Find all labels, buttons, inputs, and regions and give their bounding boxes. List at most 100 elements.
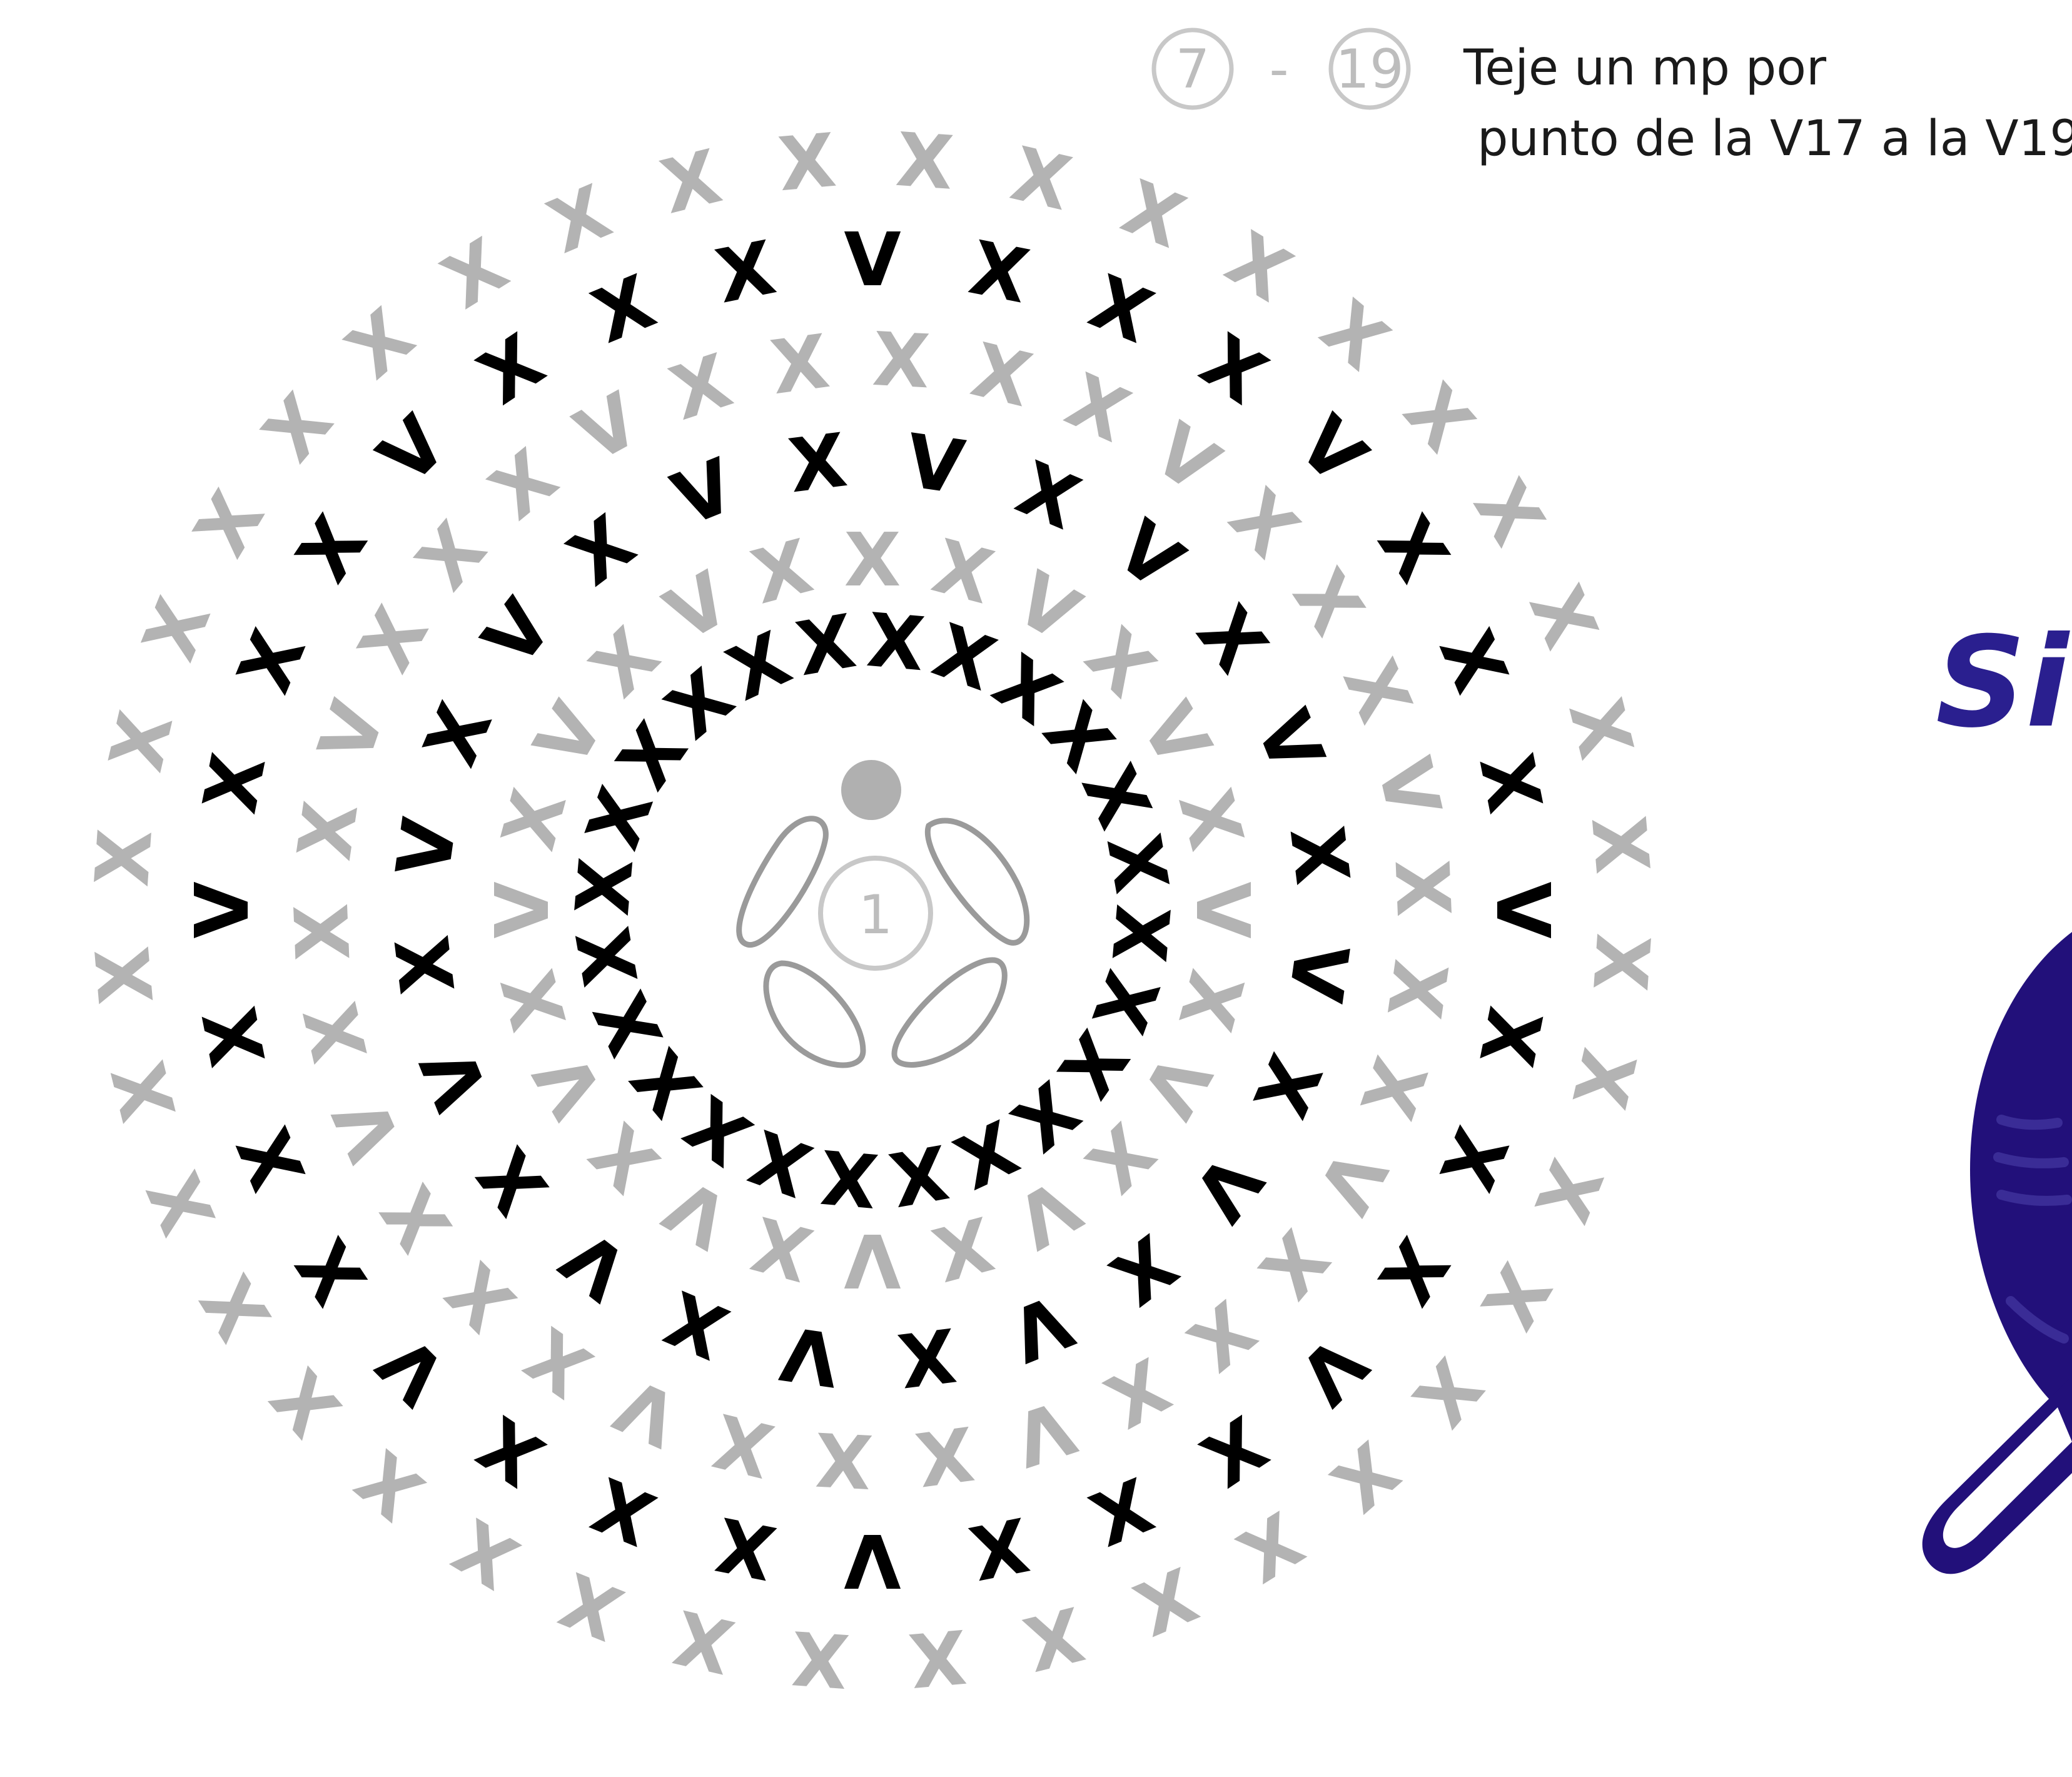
stitch-symbol-ring-5-32: X xyxy=(709,224,782,320)
stitch-symbol-ring-3-15: V xyxy=(546,1213,644,1317)
stitch-symbol-ring-4-14: X xyxy=(1172,1284,1271,1387)
instruction-line-1: Teje un mp por xyxy=(1463,40,1827,96)
stitch-symbol-ring-1-19: X xyxy=(559,854,650,919)
stitch-symbol-ring-6-25: X xyxy=(340,1434,439,1536)
round-one-number: 1 xyxy=(859,884,893,946)
stitch-symbol-ring-3-1: V xyxy=(901,417,969,510)
stitch-symbol-ring-3-6: X xyxy=(1273,822,1366,889)
stitch-symbol-ring-2-6: X xyxy=(1161,781,1260,858)
stitch-symbol-ring-6-2: X xyxy=(1004,130,1079,227)
stitch-symbol-ring-5-4: X xyxy=(1186,318,1281,421)
stitch-symbol-ring-6-33: X xyxy=(126,586,227,671)
stitch-symbol-ring-4-5: X xyxy=(1213,473,1315,574)
stitch-symbol-ring-4-33: X xyxy=(660,337,742,437)
stitch-symbol-ring-3-9: V xyxy=(1176,1138,1279,1237)
stitch-symbol-ring-4-8: V xyxy=(1360,750,1457,825)
stitch-symbol-ring-4-16: V xyxy=(1004,1383,1085,1483)
stitch-symbol-ring-5-22: X xyxy=(280,1224,383,1319)
stitch-symbol-ring-6-34: X xyxy=(178,477,281,570)
stitch-symbol-ring-5-1: V xyxy=(844,216,901,303)
stitch-symbol-ring-6-23: X xyxy=(548,1556,634,1657)
stitch-symbol-ring-5-23: X xyxy=(221,1116,322,1202)
stitch-symbol-ring-2-9: V xyxy=(1124,1039,1227,1132)
crochet-hook-icon xyxy=(1923,1376,2072,1574)
stitch-symbol-ring-4-13: X xyxy=(1242,1215,1345,1314)
stitch-symbol-ring-6-37: X xyxy=(428,222,522,325)
stitch-symbol-ring-5-5: V xyxy=(1281,400,1383,501)
stitch-symbol-ring-3-19: V xyxy=(380,813,473,882)
stitch-symbol-ring-6-35: X xyxy=(246,378,349,477)
stitch-symbol-ring-2-7: V xyxy=(1180,881,1266,938)
stitch-symbol-ring-5-18: X xyxy=(709,1500,782,1596)
stitch-symbol-ring-1-7: X xyxy=(1095,901,1186,966)
stitch-symbol-ring-5-6: X xyxy=(1362,501,1465,596)
stitch-symbol-ring-2-20: X xyxy=(485,781,584,858)
stitch-symbol-ring-2-19: V xyxy=(479,881,565,938)
stitch-symbol-ring-3-8: X xyxy=(1236,1043,1338,1129)
stitch-symbol-ring-3-21: V xyxy=(466,584,569,682)
stitch-symbol-ring-6-18: X xyxy=(1123,1550,1209,1652)
stitch-symbol-ring-5-10: X xyxy=(1462,1001,1558,1073)
stitch-symbol-ring-4-9: X xyxy=(1378,858,1467,918)
stitch-symbol-ring-6-39: X xyxy=(653,133,729,231)
stitch-symbol-ring-6-5: X xyxy=(1305,284,1404,387)
stitch-symbol-ring-4-28: V xyxy=(301,691,402,773)
stitch-symbol-ring-5-9: V xyxy=(1480,881,1566,938)
stitch-symbol-ring-5-26: X xyxy=(186,747,282,819)
stitch-symbol-ring-4-3: X xyxy=(1054,357,1142,459)
brand-logo: Si xyxy=(1923,610,2072,1574)
stitch-symbol-ring-4-12: V xyxy=(1300,1135,1403,1227)
stitch-symbol-ring-5-31: X xyxy=(581,258,667,360)
stitch-symbol-ring-4-32: V xyxy=(562,376,654,479)
stitch-symbol-ring-4-1: X xyxy=(871,316,932,405)
stitch-symbol-ring-4-2: X xyxy=(964,327,1039,424)
stitch-symbol-ring-5-12: X xyxy=(1362,1224,1465,1319)
stitch-symbol-ring-5-17: V xyxy=(844,1517,901,1604)
stitch-symbol-ring-5-30: X xyxy=(463,318,558,421)
stitch-symbol-ring-6-22: X xyxy=(666,1593,741,1690)
stitch-symbol-ring-6-29: X xyxy=(96,1053,193,1130)
stitch-symbol-ring-4-30: X xyxy=(400,506,502,605)
stitch-symbol-ring-2-13: V xyxy=(844,1217,901,1304)
stitch-symbol-ring-4-6: X xyxy=(1276,554,1380,650)
stitch-symbol-ring-3-7: V xyxy=(1271,938,1365,1007)
stitch-symbol-ring-6-28: X xyxy=(131,1160,233,1247)
stitch-symbol-ring-5-13: V xyxy=(1281,1319,1383,1420)
stitch-symbol-ring-6-16: X xyxy=(1315,1425,1415,1528)
stitch-symbol-ring-2-12: X xyxy=(924,1199,1002,1297)
stitch-symbol-ring-1-18: X xyxy=(560,921,655,993)
stitch-symbol-ring-5-2: X xyxy=(963,224,1036,320)
stitch-symbol-ring-1-6: X xyxy=(1090,828,1185,899)
stitch-symbol-ring-5-11: X xyxy=(1423,1116,1524,1202)
stitch-symbol-ring-3-20: X xyxy=(407,691,509,777)
stitch-symbol-ring-2-18: X xyxy=(485,962,584,1040)
stitch-symbol-ring-6-1: X xyxy=(894,116,956,206)
stitch-symbol-ring-4-17: X xyxy=(911,1409,979,1502)
magic-ring-center: 1 xyxy=(739,760,1027,1065)
stitch-symbol-ring-5-28: X xyxy=(280,501,383,596)
stitch-symbol-ring-1-24: X xyxy=(791,598,862,693)
stitch-symbol-ring-6-24: X xyxy=(439,1502,532,1605)
stitch-symbol-ring-1-13: X xyxy=(817,1133,881,1223)
stitch-symbol-ring-4-11: X xyxy=(1343,1047,1443,1129)
stitch-symbol-ring-3-12: X xyxy=(894,1311,961,1404)
stitch-symbol-ring-3-3: V xyxy=(1101,504,1199,607)
petal-bottom-left xyxy=(766,963,863,1065)
stitch-symbol-ring-3-11: V xyxy=(999,1277,1084,1379)
stitch-symbol-ring-6-38: X xyxy=(536,168,622,270)
stitch-symbol-ring-6-7: X xyxy=(1457,465,1560,559)
stitch-symbol-ring-4-29: X xyxy=(341,594,445,686)
stitch-symbol-ring-6-15: X xyxy=(1396,1343,1498,1442)
stitch-symbol-ring-6-26: X xyxy=(255,1353,357,1452)
stitch-symbol-ring-6-3: X xyxy=(1111,163,1196,265)
stitch-symbol-ring-3-18: X xyxy=(379,931,472,998)
stitch-symbol-ring-5-3: X xyxy=(1079,258,1165,360)
stitch-symbol-ring-3-2: X xyxy=(1005,445,1091,547)
round-range-badge: 7 - 19 xyxy=(1154,30,1408,108)
stitch-symbol-ring-4-31: X xyxy=(474,433,573,535)
stitch-symbol-ring-4-25: X xyxy=(288,995,385,1070)
petal-bottom-right xyxy=(894,960,1004,1065)
stitch-symbol-ring-6-13: X xyxy=(1518,1148,1619,1233)
petal-top-right xyxy=(927,821,1026,943)
